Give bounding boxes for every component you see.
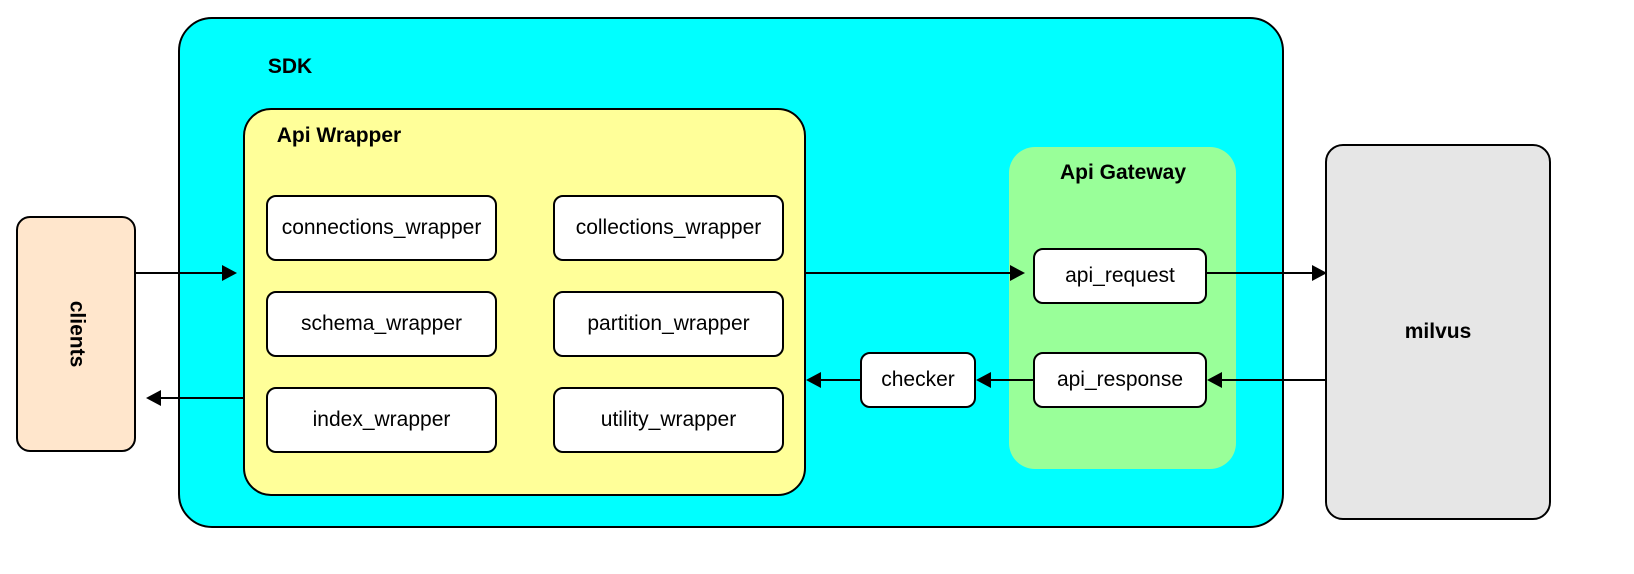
api-wrapper-label: Api Wrapper: [276, 124, 402, 147]
clients-label: clients: [65, 300, 88, 368]
collections-wrapper-label: collections_wrapper: [575, 216, 762, 239]
arrow-left-icon: [146, 390, 161, 406]
utility-wrapper-node[interactable]: utility_wrapper: [553, 387, 784, 453]
sdk-label: SDK: [267, 55, 313, 78]
partition-wrapper-label: partition_wrapper: [587, 312, 750, 335]
api-request-label: api_request: [1065, 264, 1175, 287]
milvus-label: milvus: [1404, 320, 1472, 343]
schema-wrapper-node[interactable]: schema_wrapper: [266, 291, 497, 357]
schema-wrapper-label: schema_wrapper: [300, 312, 463, 335]
utility-wrapper-label: utility_wrapper: [600, 408, 737, 431]
api-gateway-container[interactable]: Api Gateway: [1009, 147, 1236, 469]
checker-label: checker: [881, 368, 955, 391]
partition-wrapper-node[interactable]: partition_wrapper: [553, 291, 784, 357]
api-request-node[interactable]: api_request: [1033, 248, 1207, 304]
collections-wrapper-node[interactable]: collections_wrapper: [553, 195, 784, 261]
index-wrapper-node[interactable]: index_wrapper: [266, 387, 497, 453]
index-wrapper-label: index_wrapper: [312, 408, 451, 431]
connections-wrapper-node[interactable]: connections_wrapper: [266, 195, 497, 261]
clients-node[interactable]: clients: [16, 216, 136, 452]
connections-wrapper-label: connections_wrapper: [281, 216, 482, 239]
checker-node[interactable]: checker: [860, 352, 976, 408]
milvus-node[interactable]: milvus: [1325, 144, 1551, 520]
api-gateway-label: Api Gateway: [1059, 161, 1187, 184]
api-response-label: api_response: [1056, 368, 1184, 391]
api-response-node[interactable]: api_response: [1033, 352, 1207, 408]
